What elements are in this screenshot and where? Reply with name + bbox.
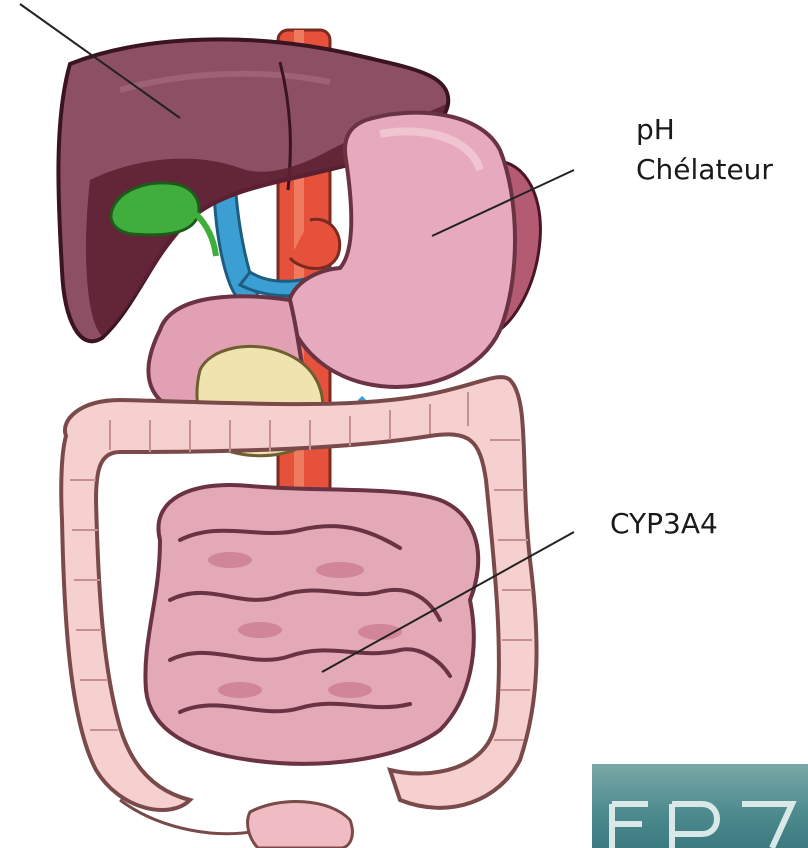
stomach-label-line-1: pH [636, 112, 675, 148]
logo-glyphs [592, 764, 808, 848]
stomach-label-line-2: Chélateur [636, 152, 773, 188]
logo-fragment [592, 764, 808, 848]
small-intestine [145, 485, 478, 764]
rectum [248, 802, 353, 848]
small-intestine-label: CYP3A4 [610, 506, 718, 542]
